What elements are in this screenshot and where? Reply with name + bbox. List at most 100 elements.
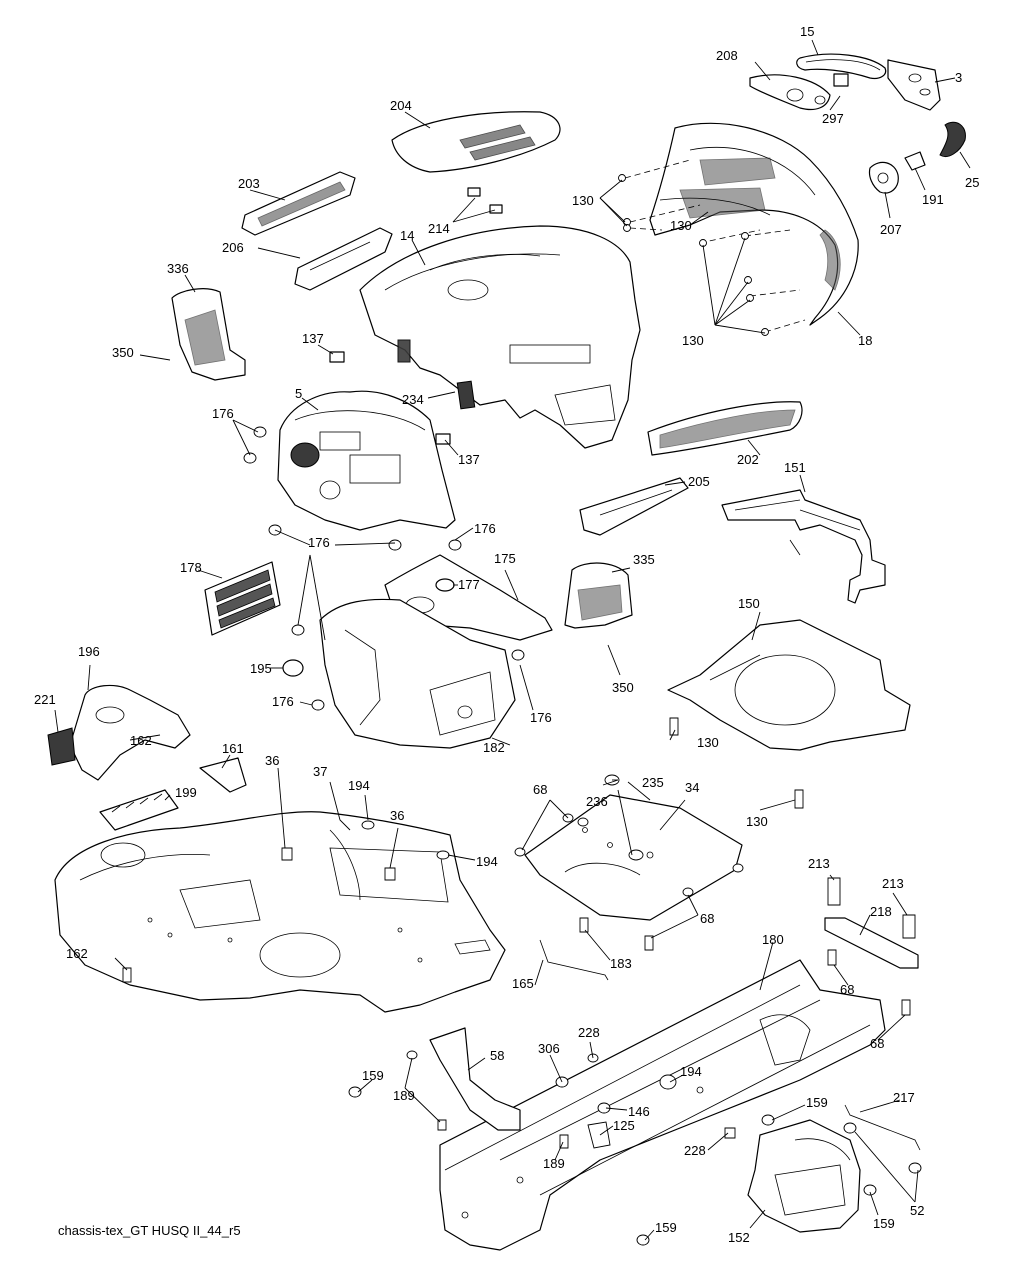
part-18-front-hood [649, 122, 859, 326]
diagram-caption: chassis-tex_GT HUSQ II_44_r5 [58, 1223, 241, 1238]
callout-130-d: 130 [697, 735, 719, 750]
part-137-clip-a [329, 351, 345, 363]
callout-176-e: 176 [530, 710, 552, 725]
part-297-clip [833, 73, 849, 87]
part-195-grommet [282, 659, 304, 677]
callout-191: 191 [922, 192, 944, 207]
callout-194-b: 194 [476, 854, 498, 869]
callout-207: 207 [880, 222, 902, 237]
callout-228-b: 228 [684, 1143, 706, 1158]
callout-159-d: 159 [655, 1220, 677, 1235]
callout-25: 25 [965, 175, 979, 190]
callout-176-c: 176 [308, 535, 330, 550]
callout-labels: 15 208 3 297 25 207 191 204 203 214 14 2… [34, 24, 979, 1245]
callout-350-b: 350 [612, 680, 634, 695]
callout-335: 335 [633, 552, 655, 567]
part-234-label [456, 380, 476, 410]
part-151-hood-bracket [721, 489, 886, 604]
callout-5: 5 [295, 386, 302, 401]
callout-336: 336 [167, 261, 189, 276]
part-208-headlight-bracket [749, 74, 831, 111]
callout-196: 196 [78, 644, 100, 659]
part-335-rear-cover [564, 562, 633, 629]
part-177-knob [435, 578, 455, 592]
callout-176-a: 176 [212, 406, 234, 421]
part-218-bracket [824, 917, 919, 969]
callout-213-b: 213 [882, 876, 904, 891]
fastener-130-lower [669, 717, 804, 809]
callout-159-b: 159 [806, 1095, 828, 1110]
part-196-fuel-tank-cover [69, 684, 191, 781]
callout-204: 204 [390, 98, 412, 113]
part-37-fender [54, 811, 506, 1013]
callout-203: 203 [238, 176, 260, 191]
callout-189-a: 189 [393, 1088, 415, 1103]
callout-52: 52 [910, 1203, 924, 1218]
part-3-headlight-housing [887, 59, 941, 111]
callout-234: 234 [402, 392, 424, 407]
part-204-hood-insert [391, 111, 561, 173]
callout-306: 306 [538, 1041, 560, 1056]
part-207-light-socket [868, 161, 899, 194]
leader-lines [54, 39, 971, 1241]
part-336-side-cover [171, 288, 246, 381]
part-206-side-panel [294, 227, 393, 291]
callout-68-c: 68 [840, 982, 854, 997]
callout-350-a: 350 [112, 345, 134, 360]
callout-130-b: 130 [670, 218, 692, 233]
callout-152: 152 [728, 1230, 750, 1245]
callout-180: 180 [762, 932, 784, 947]
callout-214: 214 [428, 221, 450, 236]
callout-178: 178 [180, 560, 202, 575]
callout-189-b: 189 [543, 1156, 565, 1171]
callout-195: 195 [250, 661, 272, 676]
callout-175: 175 [494, 551, 516, 566]
part-221-decal [47, 727, 76, 766]
callout-206: 206 [222, 240, 244, 255]
fastener-bolts-fender [122, 820, 450, 983]
callout-218: 218 [870, 904, 892, 919]
callout-205: 205 [688, 474, 710, 489]
part-182-lower-dash [319, 598, 516, 749]
callout-3: 3 [955, 70, 962, 85]
callout-162-a: 162 [130, 733, 152, 748]
callout-36-a: 36 [265, 753, 279, 768]
callout-162-b: 162 [66, 946, 88, 961]
part-58-bracket [429, 1027, 521, 1131]
callout-161: 161 [222, 741, 244, 756]
callout-36-b: 36 [390, 808, 404, 823]
callout-176-b: 176 [474, 521, 496, 536]
part-165-rod [539, 939, 609, 981]
part-5-dashboard [277, 390, 456, 531]
part-205-bumper-trim [579, 477, 689, 536]
callout-58: 58 [490, 1048, 504, 1063]
part-191-bulb [904, 151, 926, 171]
callout-177: 177 [458, 577, 480, 592]
part-203-side-grille [241, 171, 356, 236]
callout-202: 202 [737, 452, 759, 467]
callout-137-a: 137 [302, 331, 324, 346]
fastener-130-screws [618, 174, 769, 336]
callout-228-a: 228 [578, 1025, 600, 1040]
callout-236: 236 [586, 794, 608, 809]
part-217-rod [844, 1104, 921, 1151]
callout-150: 150 [738, 596, 760, 611]
callout-199: 199 [175, 785, 197, 800]
part-14-hood-body [359, 225, 641, 449]
callout-235: 235 [642, 775, 664, 790]
part-25-lens [939, 121, 966, 157]
part-214-clips [467, 187, 503, 214]
fastener-176-bolts [243, 426, 525, 711]
callout-125: 125 [613, 1118, 635, 1133]
callout-68-d: 68 [870, 1036, 884, 1051]
callout-182: 182 [483, 740, 505, 755]
callout-159-a: 159 [362, 1068, 384, 1083]
callout-208: 208 [716, 48, 738, 63]
callout-176-d: 176 [272, 694, 294, 709]
callout-15: 15 [800, 24, 814, 39]
callout-297: 297 [822, 111, 844, 126]
callout-159-c: 159 [873, 1216, 895, 1231]
part-15-trim-strip [796, 53, 887, 80]
callout-137-b: 137 [458, 452, 480, 467]
